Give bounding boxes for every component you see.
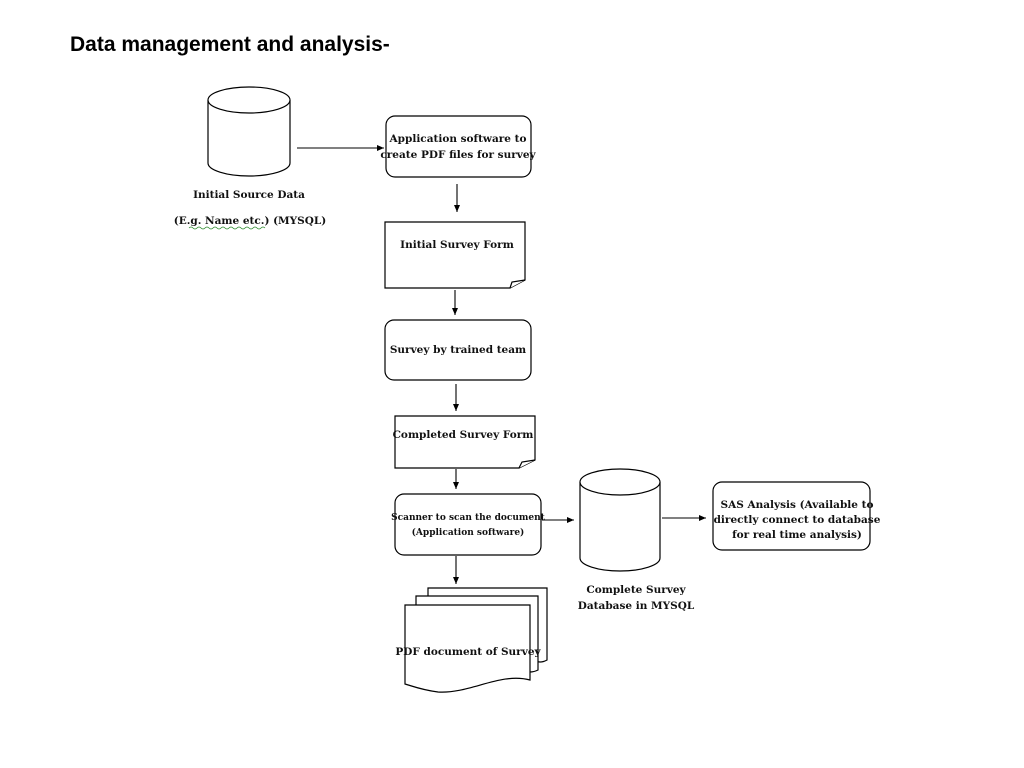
initial-form-fold <box>509 279 526 289</box>
initial-form-label: Initial Survey Form <box>400 239 514 251</box>
spellcheck-underline <box>188 226 266 230</box>
initial-source-label-2: (E.g. Name etc.) (MYSQL) <box>174 215 327 227</box>
page-title: Data management and analysis- <box>70 33 390 56</box>
scanner-box <box>394 493 542 556</box>
app-software-label-2: create PDF files for survey <box>380 149 536 161</box>
scanner-label-2: (Application software) <box>412 527 525 538</box>
survey-database-label-2: Database in MYSQL <box>578 600 695 612</box>
completed-form-document <box>394 415 536 469</box>
sas-analysis-label-2: directly connect to database <box>714 514 881 526</box>
app-software-box <box>385 115 532 178</box>
sas-analysis-box <box>712 481 871 551</box>
pdf-documents-stack <box>404 587 548 693</box>
initial-source-cylinder <box>207 86 291 177</box>
survey-team-box <box>384 319 532 381</box>
initial-source-db: (MYSQL) <box>269 215 326 227</box>
pdf-documents-label: PDF document of Survey <box>395 646 541 658</box>
sas-analysis-label-1: SAS Analysis (Available to <box>720 499 873 511</box>
completed-form-fold <box>518 459 536 469</box>
scanner-label-1: Scanner to scan the document <box>391 513 546 523</box>
initial-form-document <box>384 221 526 289</box>
app-software-label-1: Application software to <box>389 133 527 145</box>
completed-form-label: Completed Survey Form <box>393 429 534 441</box>
initial-source-example: (E.g. Name etc.) <box>174 215 270 227</box>
survey-database-label-1: Complete Survey <box>586 584 686 596</box>
sas-analysis-label-3: for real time analysis) <box>732 529 862 541</box>
survey-team-label: Survey by trained team <box>390 344 526 356</box>
initial-source-label-1: Initial Source Data <box>193 189 305 201</box>
survey-database-cylinder <box>579 468 661 572</box>
